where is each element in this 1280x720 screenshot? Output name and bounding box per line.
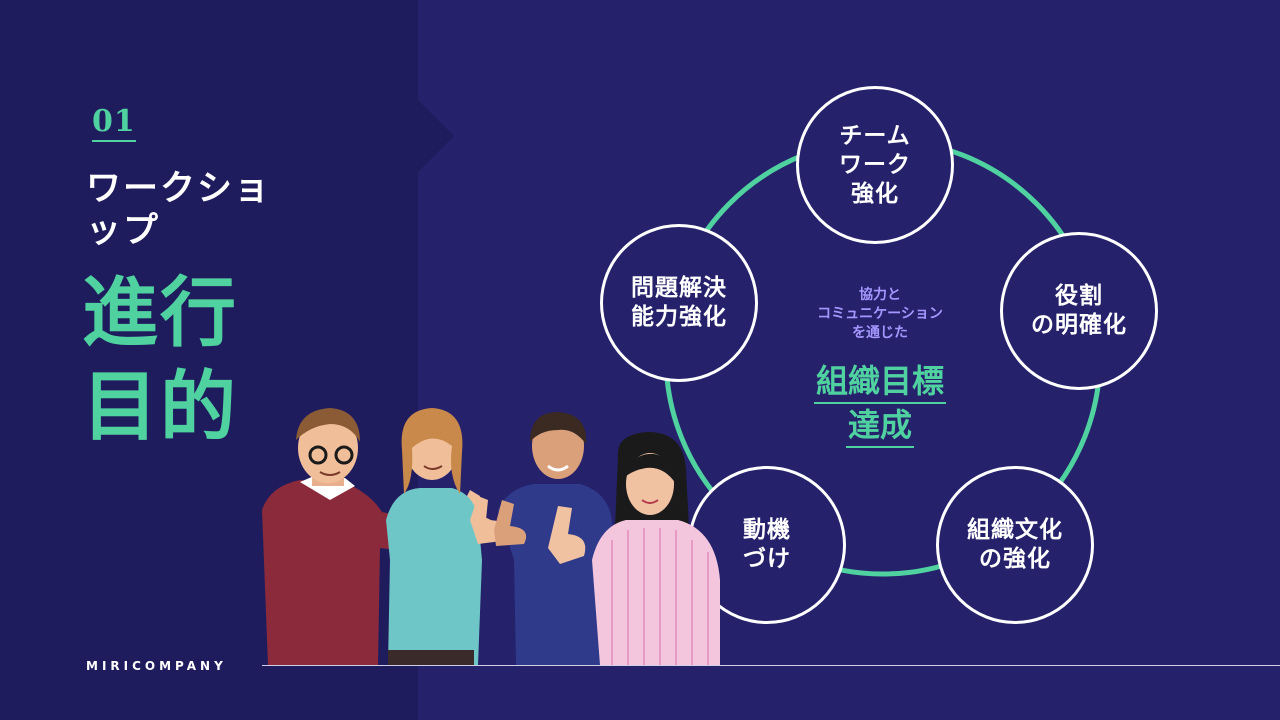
- center-title-line-2: 達成: [845, 404, 914, 448]
- person-pink-woman: [548, 432, 720, 665]
- person-navy-man: [494, 412, 616, 665]
- node-label: チーム ワーク 強化: [839, 122, 911, 207]
- slide-title: 進行 目的: [82, 266, 262, 454]
- person-teal-woman: [386, 408, 511, 666]
- center-title: 組織目標 達成: [790, 360, 970, 448]
- center-subtext: 協力と コミュニケーション を通じた: [817, 287, 943, 341]
- node-problem-solving: 問題解決 能力強化: [600, 224, 758, 382]
- node-teamwork: チーム ワーク 強化: [796, 86, 954, 244]
- node-label: 組織文化 の強化: [967, 517, 1063, 572]
- node-label: 問題解決 能力強化: [631, 275, 727, 330]
- footer-divider: [262, 665, 1280, 666]
- center-title-line-1: 組織目標: [813, 360, 946, 404]
- title-line-1: 進行: [82, 268, 238, 357]
- workshop-label: ワークショップ: [86, 169, 272, 251]
- company-name: MIRICOMPANY: [86, 659, 227, 673]
- title-line-2: 目的: [82, 362, 238, 451]
- section-number: 01: [92, 104, 136, 142]
- panel-notch: [418, 100, 454, 172]
- node-culture: 組織文化 の強化: [936, 466, 1094, 624]
- node-role-clarity: 役割 の明確化: [1000, 232, 1158, 390]
- node-label: 動機 づけ: [743, 517, 791, 572]
- node-label: 役割 の明確化: [1031, 283, 1127, 338]
